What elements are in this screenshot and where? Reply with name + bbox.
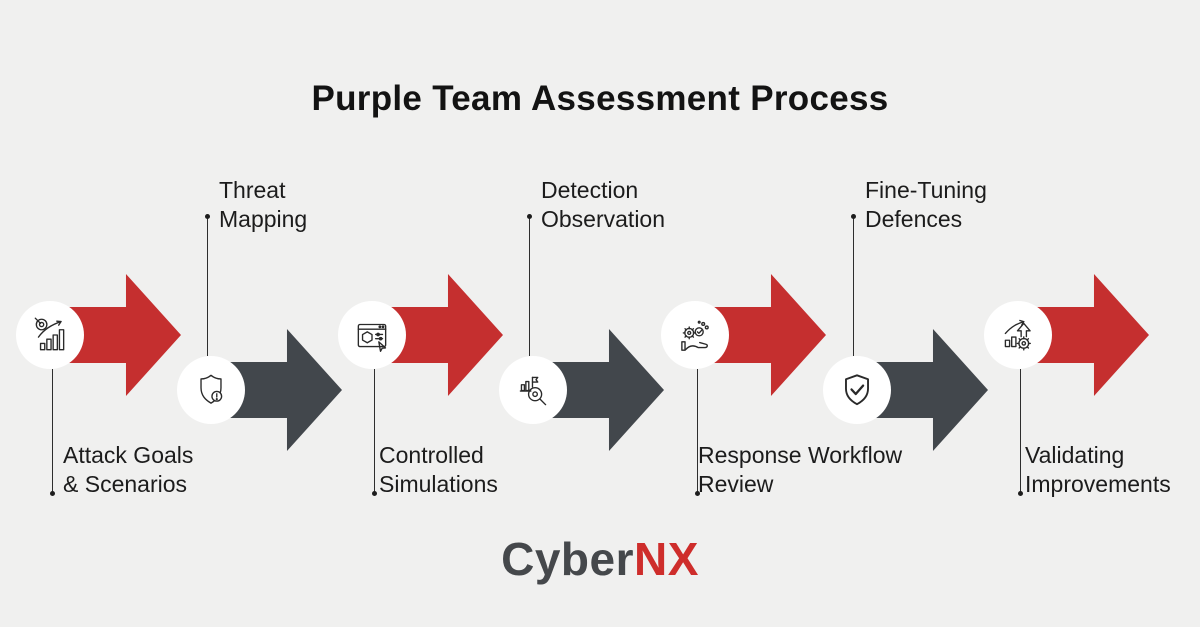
step-label-line: Simulations xyxy=(379,471,498,497)
step-label-line: Defences xyxy=(865,206,963,232)
brand-logo-gray-part: Cyber xyxy=(501,533,634,585)
step-label-line: Detection xyxy=(541,177,639,203)
connector-dot xyxy=(205,214,210,219)
connector-line xyxy=(697,369,698,493)
step-label: Controlled Simulations xyxy=(379,441,498,499)
step-label-line: Threat xyxy=(219,177,286,203)
step-icon-circle xyxy=(499,356,567,424)
connector-dot xyxy=(851,214,856,219)
connector-line xyxy=(374,369,375,493)
connector-line xyxy=(853,217,854,356)
step-label-line: Attack Goals xyxy=(63,442,194,468)
chart-gear-icon xyxy=(1004,319,1031,351)
connector-dot xyxy=(695,491,700,496)
step-label: Fine-Tuning Defences xyxy=(865,176,987,234)
simulation-window-icon xyxy=(357,323,387,352)
step-label: Validating Improvements xyxy=(1025,441,1171,499)
step-label-line: Improvements xyxy=(1025,471,1171,497)
step-icon-circle xyxy=(661,301,729,369)
step-icon-circle xyxy=(984,301,1052,369)
connector-dot xyxy=(527,214,532,219)
step-label-line: Observation xyxy=(541,206,666,232)
step-icon-circle xyxy=(823,356,891,424)
step-label-line: Validating xyxy=(1025,442,1125,468)
step-icon-circle xyxy=(16,301,84,369)
connector-dot xyxy=(50,491,55,496)
step-label: Response Workflow Review xyxy=(698,441,902,499)
connector-line xyxy=(52,369,53,493)
magnifier-analysis-icon xyxy=(519,376,547,406)
step-label-line: Mapping xyxy=(219,206,308,232)
step-label-line: Response Workflow xyxy=(698,442,903,468)
page-title: Purple Team Assessment Process xyxy=(311,79,889,118)
step-label-line: Controlled xyxy=(379,442,484,468)
goals-chart-icon xyxy=(34,317,65,351)
connector-line xyxy=(207,217,208,356)
brand-logo-red-part: NX xyxy=(633,533,699,585)
step-label: Detection Observation xyxy=(541,176,665,234)
connector-dot xyxy=(1018,491,1023,496)
step-label-line: Review xyxy=(698,471,774,497)
shield-check-icon xyxy=(845,374,869,406)
brand-logo: CyberNX xyxy=(0,532,1200,586)
hand-gears-icon xyxy=(681,320,709,351)
step-label-line: Fine-Tuning xyxy=(865,177,987,203)
step-icon-circle xyxy=(338,301,406,369)
shield-alert-icon xyxy=(200,374,223,404)
connector-dot xyxy=(372,491,377,496)
step-label: Attack Goals & Scenarios xyxy=(63,441,193,499)
step-icon-circle xyxy=(177,356,245,424)
step-label: Threat Mapping xyxy=(219,176,307,234)
step-label-line: & Scenarios xyxy=(63,471,188,497)
connector-line xyxy=(1020,369,1021,493)
connector-line xyxy=(529,217,530,356)
